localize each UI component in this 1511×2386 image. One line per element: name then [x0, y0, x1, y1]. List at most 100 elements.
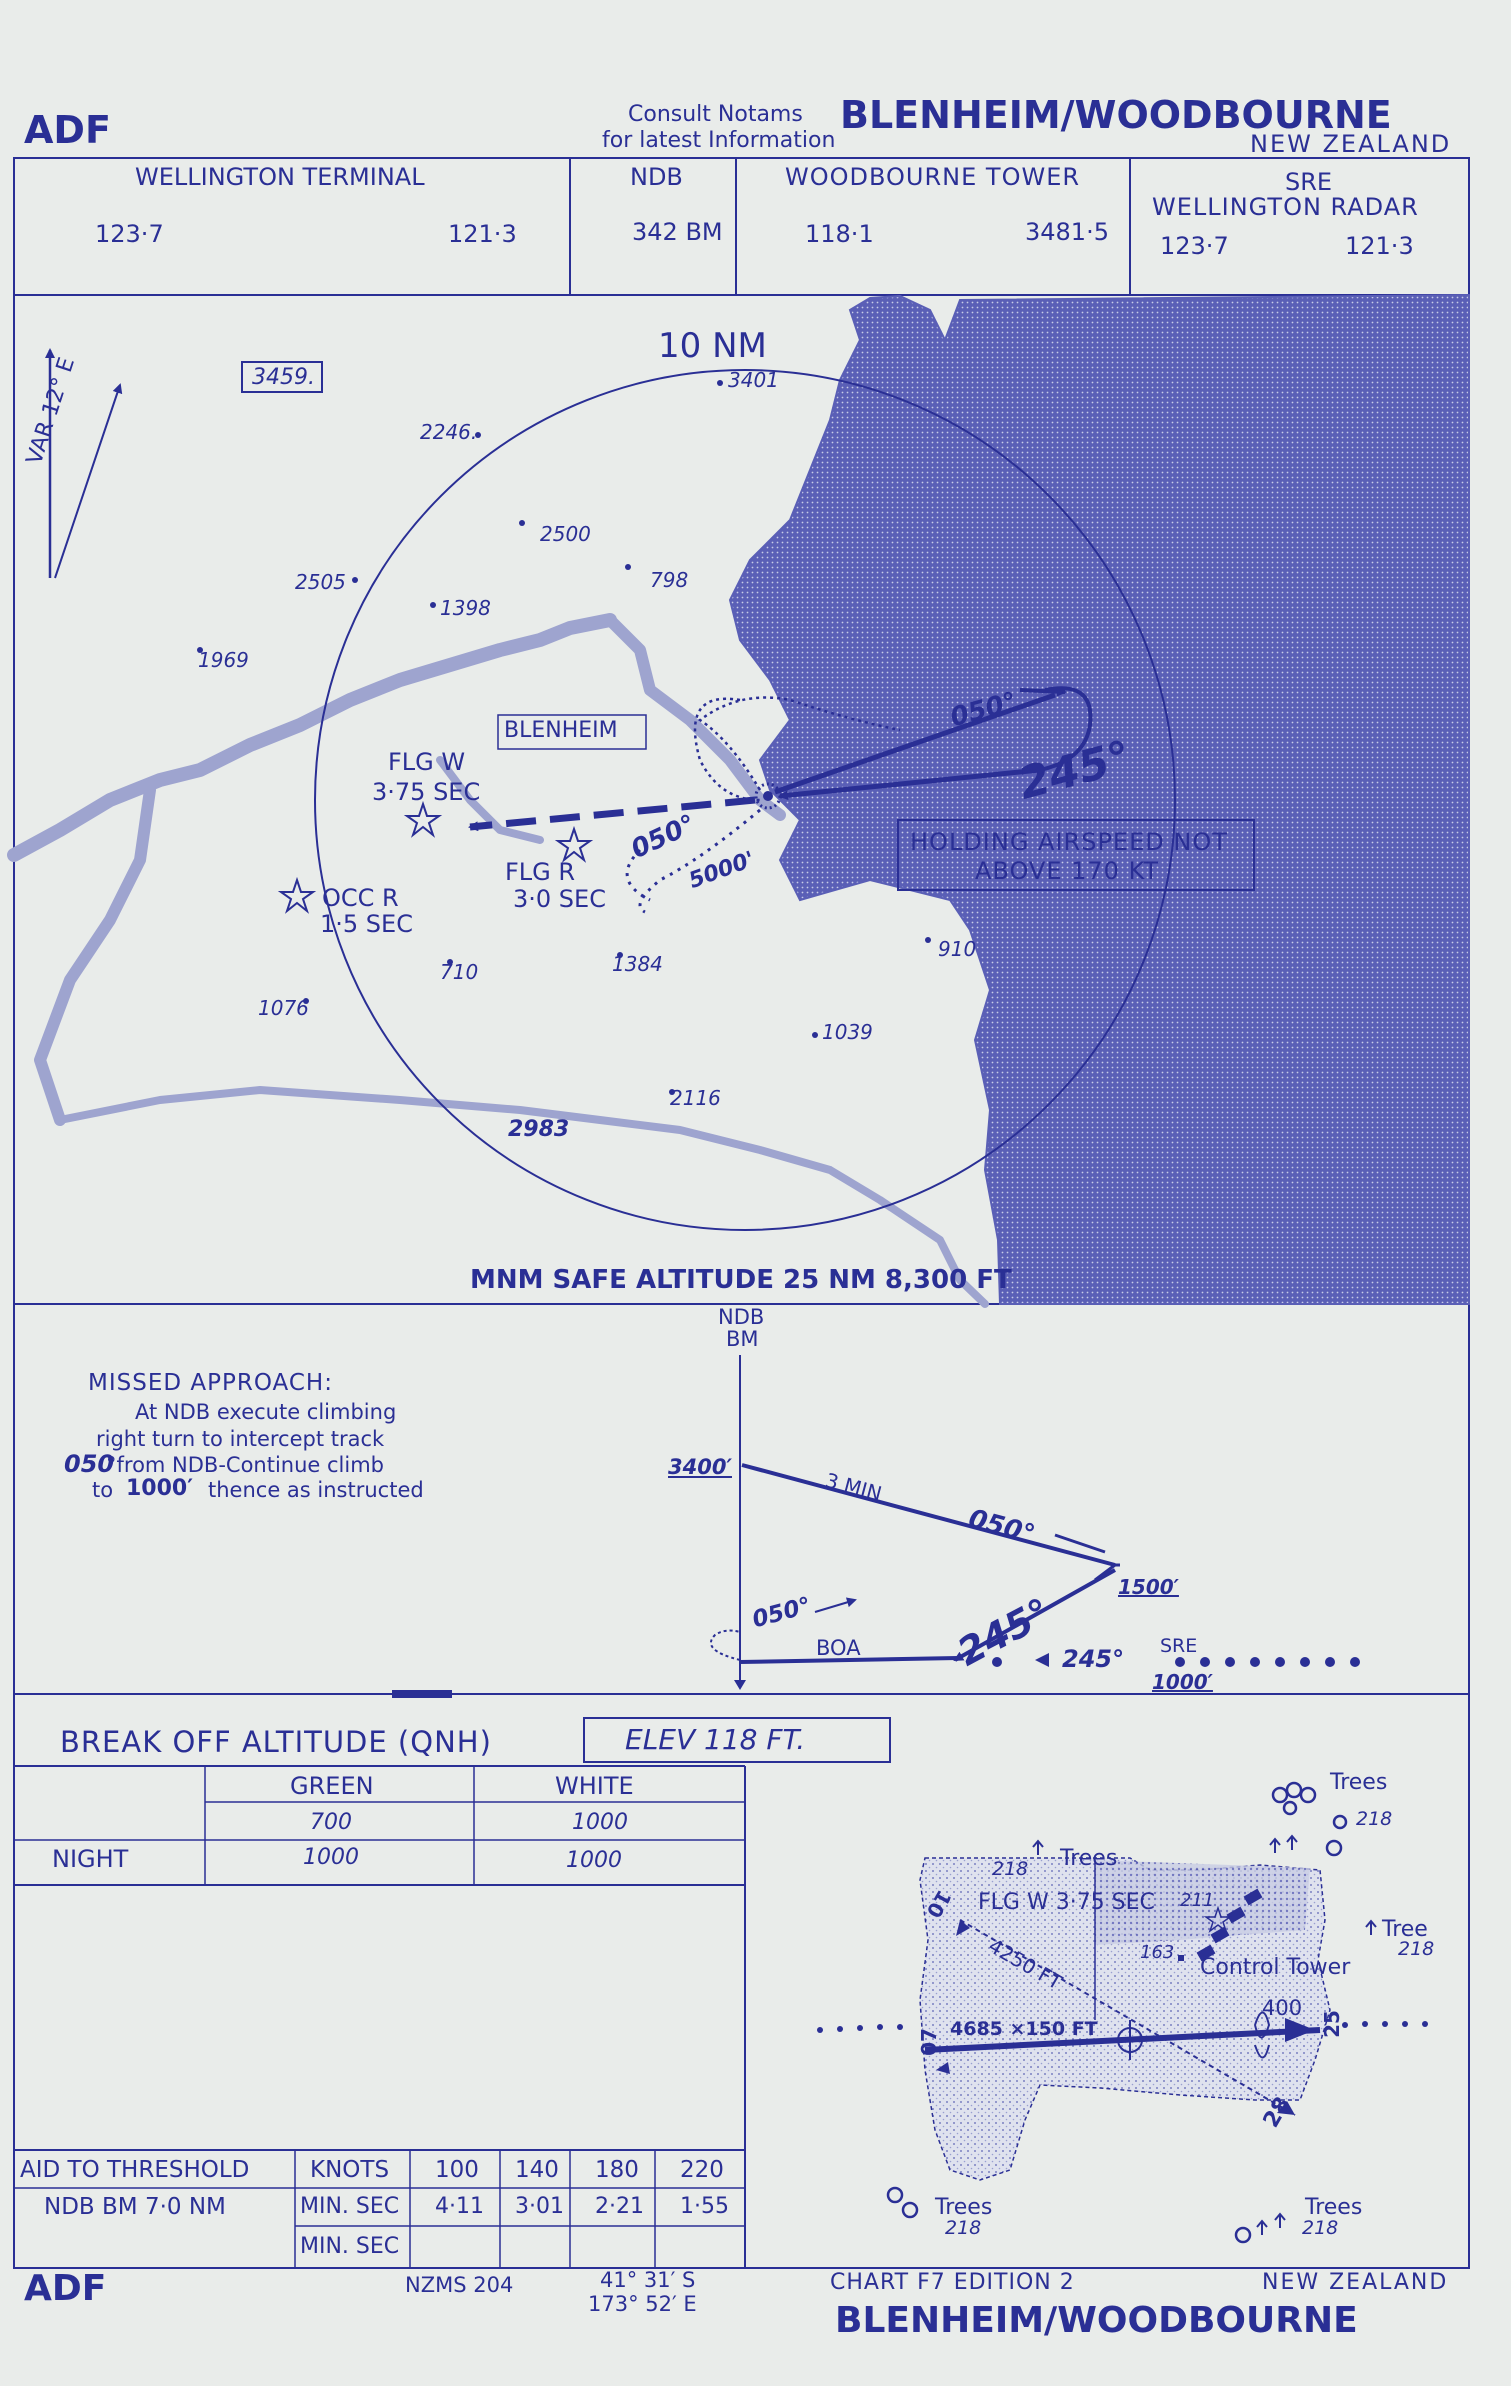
aid-header-3: 140: [515, 2157, 559, 2183]
profile-ndb-label: NDB: [718, 1305, 765, 1329]
occ-r-star: [277, 876, 317, 914]
aid-row1-1: MIN. SEC: [300, 2194, 400, 2219]
spot-height: 2246.: [420, 420, 478, 444]
missed-approach-to: to: [92, 1478, 114, 1502]
profile-alt-1000: 1000′: [1152, 1670, 1213, 1694]
runway-dim-400: 400: [1262, 1996, 1303, 2020]
spot-height: 1039: [822, 1020, 873, 1044]
spot-height: 2500: [540, 522, 591, 546]
ten-nm-label: 10 NM: [658, 326, 767, 366]
spot-height: 798: [650, 568, 689, 592]
night-white: 1000: [566, 1848, 622, 1873]
control-tower-label: Control Tower: [1200, 1955, 1351, 1980]
missed-approach-title: MISSED APPROACH:: [88, 1370, 333, 1396]
aid-header-0: AID TO THRESHOLD: [20, 2157, 250, 2183]
missed-approach-line-2: right turn to intercept track: [96, 1427, 385, 1451]
spot-height: 3401: [728, 368, 779, 392]
radar-freq2: 121·3: [1345, 232, 1414, 260]
flg-r-label-2: 3·0 SEC: [513, 885, 606, 913]
trees-label-4: Trees: [935, 2195, 993, 2220]
footer-title: BLENHEIM/WOODBOURNE: [835, 2300, 1358, 2341]
ndb-value: 342 BM: [632, 218, 723, 246]
aid-row1-2: 4·11: [435, 2194, 484, 2219]
trees-elev-2: 218: [992, 1858, 1029, 1880]
spot-height: 1076: [258, 996, 309, 1020]
aid-row1-5: 1·55: [680, 2194, 729, 2219]
aid-row1-4: 2·21: [595, 2194, 644, 2219]
profile-bm-label: BM: [726, 1327, 759, 1351]
missed-approach-altitude: 1000′: [126, 1476, 194, 1501]
runway-07: 07: [916, 2028, 941, 2056]
spot-height: 910: [938, 937, 977, 961]
header-adf: ADF: [24, 108, 111, 152]
aid-header-4: 180: [595, 2157, 639, 2183]
night-green: 1000: [303, 1845, 359, 1870]
profile-sre: SRE: [1160, 1635, 1198, 1657]
aerodrome-area: [919, 1857, 1331, 2181]
header-country: NEW ZEALAND: [1250, 130, 1452, 158]
sea-area: [728, 293, 1470, 1305]
trees-elev-5: 218: [1302, 2217, 1339, 2239]
wellington-terminal-freq2: 121·3: [448, 220, 517, 248]
spot-height: 2505: [295, 570, 346, 594]
spot-height: 1384: [612, 952, 663, 976]
missed-approach-line-3: °from NDB-Continue climb: [106, 1453, 385, 1477]
minimum-safe-altitude: MNM SAFE ALTITUDE 25 NM 8,300 FT: [470, 1265, 1012, 1295]
tower-freq2: 3481·5: [1025, 218, 1109, 246]
profile-alt-1500: 1500′: [1118, 1575, 1179, 1599]
tree-symbols: [886, 1781, 1348, 2244]
profile-boa: BOA: [816, 1636, 861, 1660]
consult-line-1: Consult Notams: [628, 102, 803, 127]
aid-row2-label: MIN. SEC: [300, 2234, 400, 2259]
tree-elev-3: 218: [1398, 1938, 1435, 1960]
boxed-elevation: 3459.: [252, 365, 315, 390]
footer-nzms: NZMS 204: [405, 2273, 514, 2297]
trees-elev-4: 218: [945, 2217, 982, 2239]
profile-sre-245: 245°: [1062, 1645, 1125, 1673]
flg-w-label-2: 3·75 SEC: [372, 778, 481, 806]
footer-country: NEW ZEALAND: [1262, 2270, 1449, 2295]
occ-r-label-2: 1·5 SEC: [320, 910, 413, 938]
aid-header-1: KNOTS: [310, 2157, 390, 2183]
header-title: BLENHEIM/WOODBOURNE: [840, 93, 1392, 137]
flg-w-star: [403, 800, 443, 838]
radar-label-1: SRE: [1285, 168, 1333, 196]
runway-dimensions: 4685 ×150 FT: [950, 2018, 1098, 2040]
runway-25: 25: [1319, 2010, 1344, 2038]
profile-alt-3400: 3400′: [668, 1455, 732, 1479]
aid-row1-0: NDB BM 7·0 NM: [44, 2194, 226, 2220]
aerodrome-flg-w: FLG W 3·75 SEC: [978, 1890, 1155, 1915]
tree-label-3: Tree: [1382, 1917, 1428, 1942]
footer-latitude: 41° 31′ S: [600, 2268, 696, 2292]
missed-approach-track: 050: [64, 1450, 115, 1478]
spot-height: 710: [440, 960, 479, 984]
missed-approach-line-1: At NDB execute climbing: [135, 1400, 397, 1424]
holding-speed-2: ABOVE 170 KT: [975, 857, 1160, 885]
tower-elevation: 163: [1140, 1942, 1175, 1963]
col-green: GREEN: [290, 1772, 374, 1800]
trees-label-5: Trees: [1305, 2195, 1363, 2220]
break-off-title: BREAK OFF ALTITUDE (QNH): [60, 1725, 492, 1759]
tower-freq1: 118·1: [805, 220, 874, 248]
aid-row1-3: 3·01: [515, 2194, 564, 2219]
night-label: NIGHT: [52, 1845, 129, 1873]
missed-approach-line-4: thence as instructed: [208, 1478, 424, 1502]
aerodrome-flg-elev: 211: [1180, 1890, 1215, 1911]
spot-height: 2983: [508, 1117, 570, 1142]
day-green: 700: [310, 1810, 352, 1835]
radar-label-2: WELLINGTON RADAR: [1152, 193, 1419, 221]
holding-speed-1: HOLDING AIRSPEED NOT: [910, 828, 1228, 856]
tower-label: WOODBOURNE TOWER: [785, 163, 1081, 191]
occ-r-label-1: OCC R: [322, 884, 399, 912]
consult-line-2: for latest Information: [602, 128, 836, 153]
ten-nm-ring: [314, 369, 1176, 1231]
trees-label-1: Trees: [1330, 1770, 1388, 1795]
aid-header-5: 220: [680, 2157, 724, 2183]
spot-height: 2116: [670, 1086, 721, 1110]
spot-height: 1398: [440, 596, 491, 620]
flg-r-label-1: FLG R: [505, 858, 576, 886]
day-white: 1000: [572, 1810, 628, 1835]
aid-header-2: 100: [435, 2157, 479, 2183]
aerodrome-elevation: ELEV 118 FT.: [625, 1723, 806, 1756]
